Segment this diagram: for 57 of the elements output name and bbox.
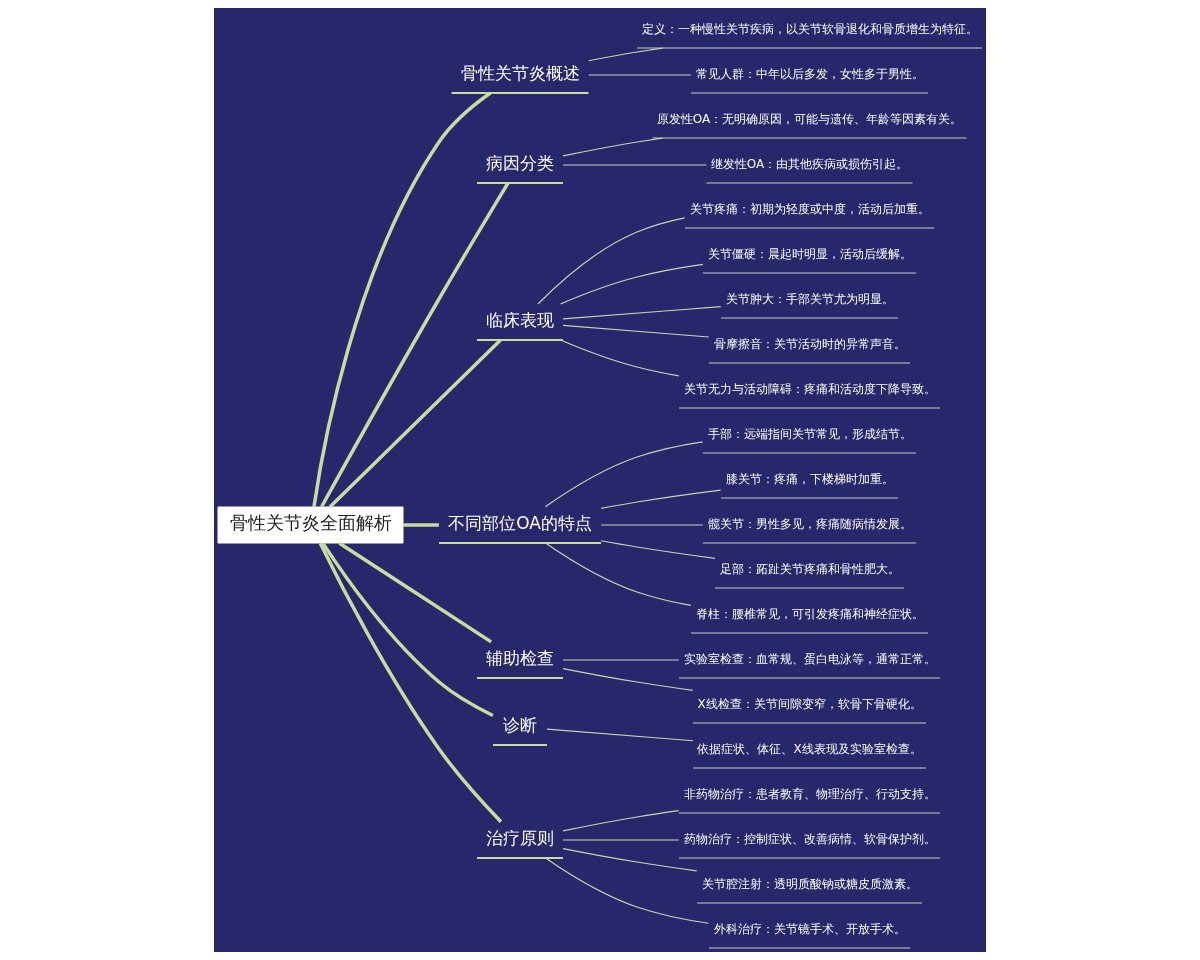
connector [338,541,493,644]
node-text: 药物治疗：控制症状、改善病情、软骨保护剂。 [683,832,936,847]
connector [321,542,494,718]
node-text: 关节无力与活动障碍：疼痛和活动度下降导致。 [683,382,936,397]
connector [588,47,664,62]
connector [328,339,502,509]
node-text: 病因分类 [486,153,554,174]
connector [312,91,492,507]
node-text: 定义：一种慢性关节疾病，以关节软骨退化和骨质增生为特征。 [641,22,978,37]
node-text: 实验室检查：血常规、蛋白电泳等，通常正常。 [683,652,936,667]
node-text: 外科治疗：关节镜手术、开放手术。 [713,922,906,937]
connector [545,542,692,607]
node-text: 关节腔注射：透明质酸钠或糖皮质激素。 [701,877,918,892]
node-text: 关节肿大：手部关节尤为明显。 [725,292,894,307]
node-text: X线检查：关节间隙变窄，软骨下骨硬化。 [697,697,922,712]
connector [546,728,694,742]
node-text: 关节疼痛：初期为轻度或中度，活动后加重。 [689,202,930,217]
connector [562,324,710,338]
connector [545,857,710,924]
connector [588,74,692,76]
node-text: 膝关节：疼痛，下楼梯时加重。 [725,472,894,487]
connector [537,217,686,305]
node-text: 关节僵硬：晨起时明显，活动后缓解。 [707,247,912,262]
node-text: 手部：远端指间关节常见，形成结节。 [707,427,912,442]
connector [562,847,698,872]
node-text: 治疗原则 [486,828,554,849]
connector [600,540,716,559]
connector [320,182,510,508]
connector [562,164,707,166]
connector [559,339,680,377]
connector [562,839,680,841]
node-box: 骨性关节炎全面解析 [217,506,404,544]
connector [562,306,722,320]
node-text: 足部：跖趾关节疼痛和骨性肥大。 [719,562,900,577]
node-text: 依据症状、体征、X线表现及实验室检查。 [697,742,922,757]
node-text: 临床表现 [486,310,554,331]
node-text: 辅助检查 [486,648,554,669]
connector [600,489,722,509]
node-text: 继发性OA：由其他疾病或损伤引起。 [710,157,909,172]
connector [318,542,503,823]
node-text: 诊断 [503,715,537,736]
connector [559,263,704,305]
node-text: 脊柱：腰椎常见，可引发疼痛和神经症状。 [695,607,924,622]
node-text: 骨性关节炎概述 [460,63,580,84]
node-text: 骨摩擦音：关节活动时的异常声音。 [713,337,906,352]
node-text: 非药物治疗：患者教育、物理治疗、行动支持。 [683,787,936,802]
connector [562,667,694,691]
connector [562,137,664,157]
node-text: 常见人群：中年以后多发，女性多于男性。 [695,67,924,82]
connector [562,810,680,832]
node-text: 髋关节：男性多见，疼痛随病情发展。 [707,517,912,532]
node-text: 原发性OA：无明确原因，可能与遗传、年龄等因素有关。 [656,112,963,127]
connector [544,441,704,508]
connector [403,523,439,527]
node-text: 不同部位OA的特点 [448,513,592,534]
connector [562,659,680,661]
connector [600,524,704,526]
